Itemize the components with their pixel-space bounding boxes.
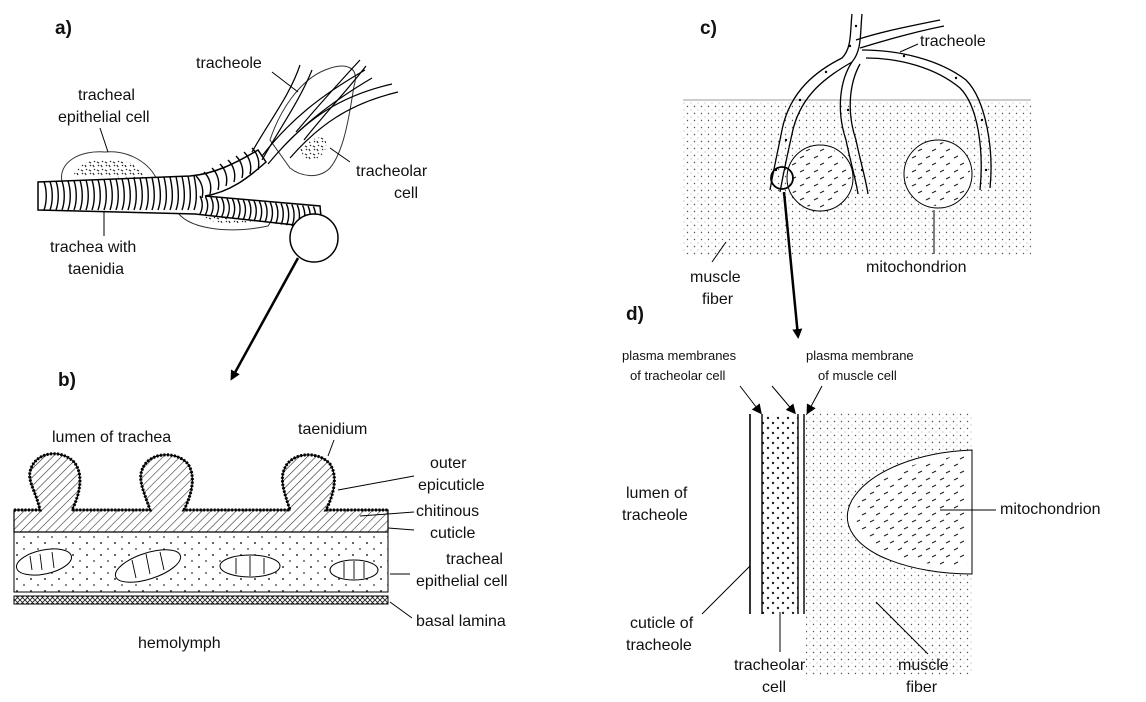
label-muscle-d-2: fiber: [906, 679, 938, 696]
label-epithelial-b-2: epithelial cell: [416, 573, 508, 590]
muscle-fiber-c: [683, 100, 1031, 256]
label-mitochondrion-d: mitochondrion: [1000, 501, 1101, 518]
label-taenidium: taenidium: [298, 421, 367, 438]
label-epithelial-a-2: epithelial cell: [58, 109, 150, 126]
label-tracheolar-d-1: tracheolar: [734, 657, 806, 674]
label-pm-tracheolar-1: plasma membranes: [622, 348, 737, 363]
panel-c-letter: c): [700, 18, 717, 39]
panel-b: b) lumen of trachea taenidium outer epic…: [14, 370, 508, 652]
label-epithelial-b-1: tracheal: [446, 551, 503, 568]
label-tracheolar-a-1: tracheolar: [356, 163, 428, 180]
label-basal-lamina: basal lamina: [416, 613, 506, 630]
label-epithelial-a-1: tracheal: [78, 87, 135, 104]
label-tracheolar-a-2: cell: [394, 185, 418, 202]
label-trachea-a-1: trachea with: [50, 239, 136, 256]
label-tracheole-c: tracheole: [920, 33, 986, 50]
label-chitinous-2: cuticle: [430, 525, 475, 542]
magnify-circle-a: [290, 214, 338, 262]
panel-a-letter: a): [55, 18, 72, 39]
label-cuticle-1: cuticle of: [630, 615, 694, 632]
label-hemolymph: hemolymph: [138, 635, 221, 652]
panel-a: a) tracheole tracheal epi: [38, 18, 428, 378]
label-outer-1: outer: [430, 455, 467, 472]
label-lumen-trachea: lumen of trachea: [52, 429, 171, 446]
label-lumen-tracheole-1: lumen of: [626, 485, 688, 502]
label-lumen-tracheole-2: tracheole: [622, 507, 688, 524]
label-mitochondrion-c: mitochondrion: [866, 259, 967, 276]
taenidia-cuticle: [14, 454, 388, 532]
label-pm-muscle-1: plasma membrane: [806, 348, 914, 363]
panel-b-letter: b): [58, 370, 76, 391]
panel-d: d) plasma membranes of tracheolar cell p…: [622, 304, 1101, 696]
label-muscle-c-2: fiber: [702, 291, 734, 308]
arrow-a-to-b: [232, 258, 298, 378]
basal-lamina: [14, 596, 388, 604]
label-cuticle-2: tracheole: [626, 637, 692, 654]
label-pm-muscle-2: of muscle cell: [818, 368, 897, 383]
label-muscle-d-1: muscle: [898, 657, 949, 674]
label-chitinous-1: chitinous: [416, 503, 479, 520]
label-muscle-c-1: muscle: [690, 269, 741, 286]
label-tracheole-a: tracheole: [196, 55, 262, 72]
label-trachea-a-2: taenidia: [68, 261, 124, 278]
panel-d-letter: d): [626, 304, 644, 325]
tracheolar-cell-d: [762, 414, 798, 614]
label-pm-tracheolar-2: of tracheolar cell: [630, 368, 725, 383]
label-tracheolar-d-2: cell: [762, 679, 786, 696]
panel-c: c) tracheole muscle fibe: [683, 14, 1031, 336]
label-outer-2: epicuticle: [418, 477, 485, 494]
